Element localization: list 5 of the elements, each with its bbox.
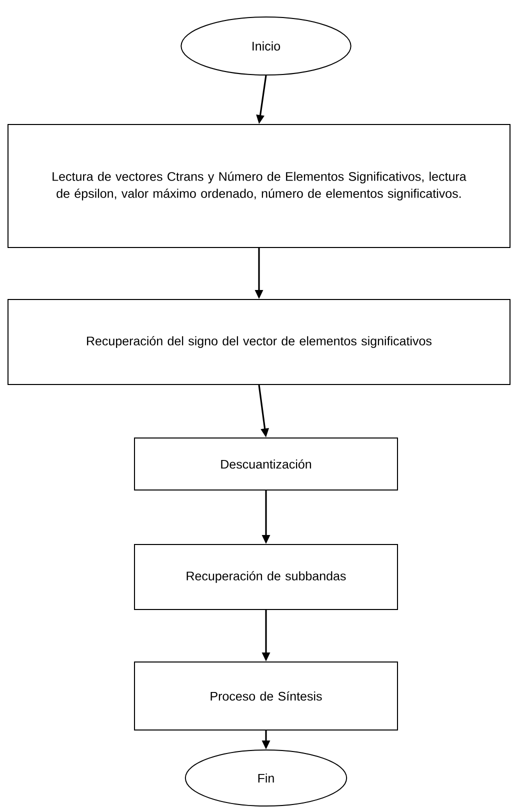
process-box: Recuperación de subbandas — [134, 544, 398, 610]
process-box: Proceso de Síntesis — [134, 662, 398, 730]
process-box: Lectura de vectores Ctrans y Número de Elementos Significativos, lectura de épsilon, valor máximo ordenado, número de elementos significativos. — [8, 124, 510, 248]
process-box: Descuantización — [134, 438, 398, 490]
process-box: Recuperación del signo del vector de elementos significativos — [8, 299, 510, 385]
